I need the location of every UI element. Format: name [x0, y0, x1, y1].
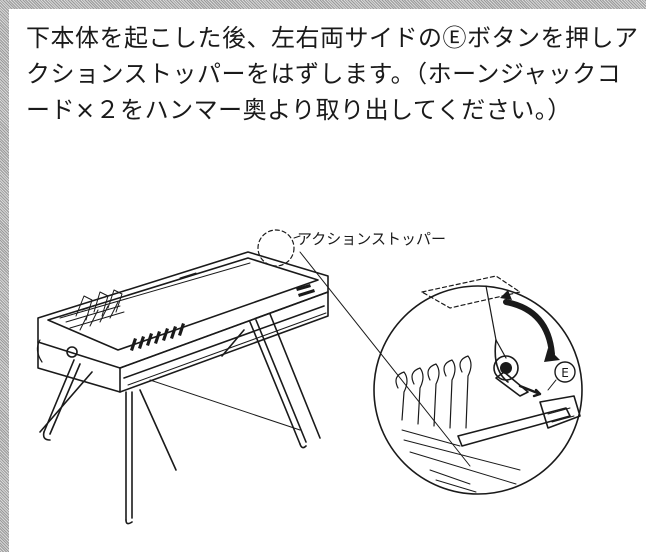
- instruction-line-1: 下本体を起こした後、左右両サイドのⒺボタンを押しア: [26, 24, 639, 52]
- leader-line: [299, 251, 471, 467]
- scan-border-left: [0, 0, 9, 552]
- instruction-text: 下本体を起こした後、左右両サイドのⒺボタンを押しア クションストッパーをはずしま…: [26, 20, 638, 128]
- button-e-label: E: [561, 366, 569, 380]
- instruction-line-2: クションストッパーをはずします。（ホーンジャックコ: [26, 60, 622, 88]
- detail-view: [373, 275, 583, 495]
- action-stopper-label: アクションストッパー: [297, 230, 446, 248]
- piano-legs: [39, 313, 321, 525]
- callout-circle: [257, 229, 295, 267]
- instruction-line-3: ード×２をハンマー奥より取り出してください。）: [26, 96, 572, 124]
- button-e-marker: [554, 361, 576, 383]
- keyboard-body: [36, 251, 329, 393]
- piano-keys: [130, 284, 315, 351]
- scan-border-top: [0, 0, 646, 9]
